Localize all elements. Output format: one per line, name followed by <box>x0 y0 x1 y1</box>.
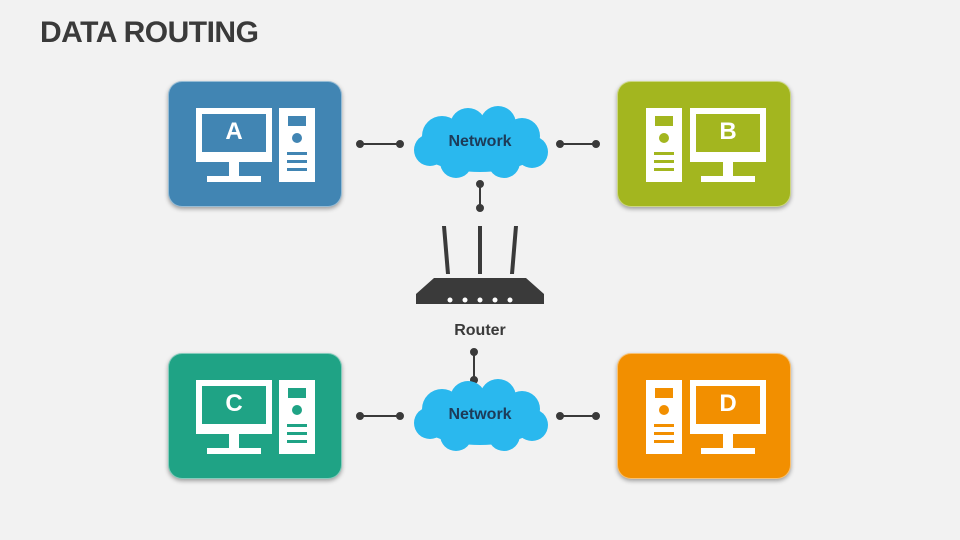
computer-c-node: C <box>168 353 342 479</box>
computer-a-icon <box>196 108 315 182</box>
computer-d-icon <box>646 380 766 454</box>
computer-d-node: D <box>617 353 791 479</box>
computer-b-icon <box>646 108 766 182</box>
computer-c-icon <box>196 380 315 454</box>
computer-d-label: D <box>719 390 737 417</box>
network-label-top: Network <box>448 133 512 150</box>
computer-b-node: B <box>617 81 791 207</box>
computer-a-node: A <box>168 81 342 207</box>
network-label-bottom: Network <box>448 406 512 423</box>
router-node <box>412 222 548 319</box>
cloud-icon <box>414 379 548 451</box>
computer-b-label: B <box>719 118 737 145</box>
router-icon <box>416 226 544 304</box>
computer-c-label: C <box>225 390 243 417</box>
network-cloud-top: Network <box>408 106 552 182</box>
network-cloud-bottom: Network <box>408 379 552 455</box>
computer-a-label: A <box>225 118 243 145</box>
router-label: Router <box>454 322 506 339</box>
page-title: DATA ROUTING <box>40 16 259 49</box>
cloud-icon <box>414 106 548 178</box>
